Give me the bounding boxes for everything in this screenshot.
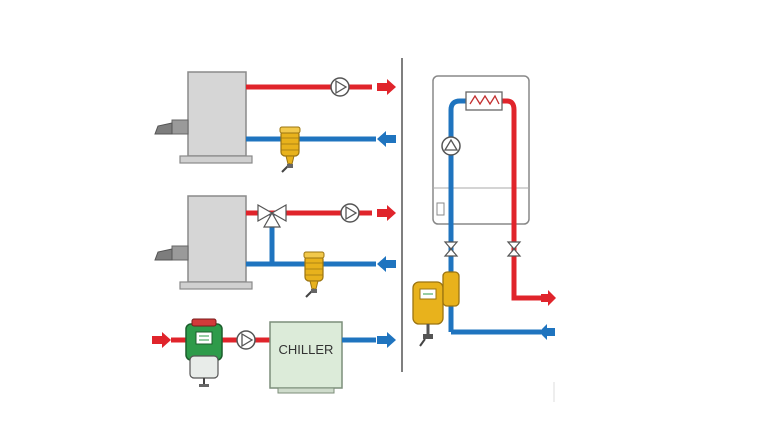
dirt-separator-icon (185, 318, 223, 387)
pump-icon (340, 203, 360, 223)
chiller-unit: CHILLER (269, 321, 343, 394)
flow-arrow-icon (539, 324, 555, 340)
three-way-valve-icon (257, 203, 287, 228)
flow-arrow-icon (152, 332, 171, 348)
wall-boiler-supply-pipe (502, 98, 541, 301)
flow-arrow-icon (377, 131, 396, 147)
flow-arrow-icon (541, 290, 556, 306)
dirt-separator-icon (279, 126, 301, 173)
burner-icon (154, 119, 189, 135)
pump-icon (441, 136, 461, 156)
boiler-2 (154, 195, 253, 290)
flow-arrow-icon (377, 256, 396, 272)
pump-icon (236, 330, 256, 350)
heat-exchanger-icon (465, 91, 503, 111)
dirt-separator-icon (412, 271, 460, 347)
wall-boiler-return-pipe (448, 98, 466, 332)
ball-valve-icon (444, 241, 458, 257)
pump-icon (330, 77, 350, 97)
flow-arrow-icon (377, 79, 396, 95)
boiler-1 (154, 71, 253, 164)
flow-arrow-icon (377, 332, 396, 348)
burner-icon (154, 245, 189, 261)
ball-valve-icon (507, 241, 521, 257)
dirt-separator-icon (303, 251, 325, 298)
wall-boiler (432, 75, 530, 225)
flow-arrow-icon (377, 205, 396, 221)
chiller-label: CHILLER (279, 342, 334, 357)
